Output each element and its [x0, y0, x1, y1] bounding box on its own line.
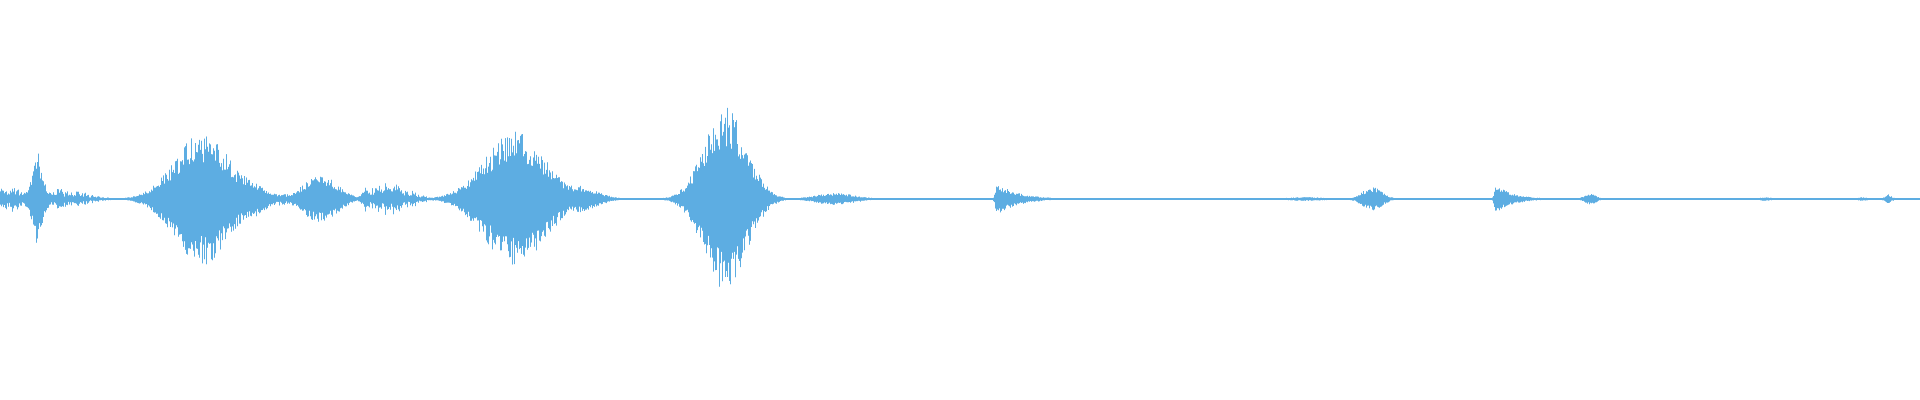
waveform-bars	[0, 107, 1920, 287]
